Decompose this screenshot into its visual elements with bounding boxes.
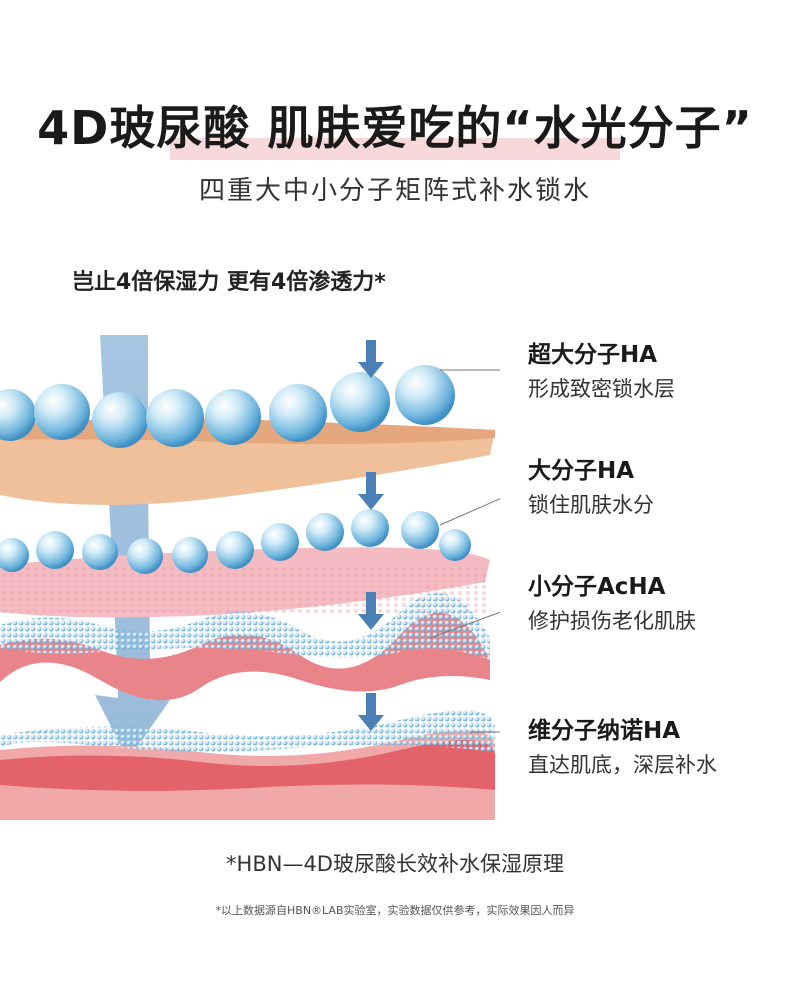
layer-label-2: 大分子HA 锁住肌肤水分 (528, 456, 654, 522)
layer-1-beads (0, 365, 455, 448)
layer-3-skin (0, 612, 490, 701)
layer-label-3: 小分子AcHA 修护损伤老化肌肤 (528, 572, 696, 638)
layer-2-beads (0, 509, 471, 574)
layer-label-4: 维分子纳诺HA 直达肌底，深层补水 (528, 716, 717, 782)
page-subtitle: 四重大中小分子矩阵式补水锁水 (198, 176, 591, 206)
layer-name: 超大分子HA (528, 342, 658, 368)
arrow-1 (358, 340, 384, 378)
arrow-4 (358, 693, 384, 731)
leader-lines (429, 369, 500, 733)
skin-layers-diagram (0, 335, 500, 820)
layer-desc: 直达肌底，深层补水 (528, 753, 717, 777)
lead-text: 岂止4倍保湿力 更有4倍渗透力* (72, 270, 386, 295)
layer-label-1: 超大分子HA 形成致密锁水层 (528, 340, 675, 406)
layer-desc: 修护损伤老化肌肤 (528, 609, 696, 633)
down-arrows (358, 340, 384, 731)
layer-desc: 形成致密锁水层 (528, 377, 675, 401)
layer-desc: 锁住肌肤水分 (528, 493, 654, 517)
title-highlight (170, 138, 620, 160)
arrow-3 (358, 592, 384, 630)
footnote: *以上数据源自HBN®LAB实验室，实验数据仅供参考，实际效果因人而异 (215, 904, 575, 917)
diagram-caption: *HBN—4D玻尿酸长效补水保湿原理 (226, 852, 564, 876)
layer-name: 大分子HA (528, 458, 635, 484)
arrow-2 (358, 472, 384, 510)
layer-name: 小分子AcHA (528, 574, 666, 600)
title-wrap: 4D玻尿酸 肌肤爱吃的“水光分子” (0, 92, 790, 158)
page-title: 4D玻尿酸 肌肤爱吃的“水光分子” (37, 101, 753, 155)
layer-name: 维分子纳诺HA (528, 718, 681, 744)
